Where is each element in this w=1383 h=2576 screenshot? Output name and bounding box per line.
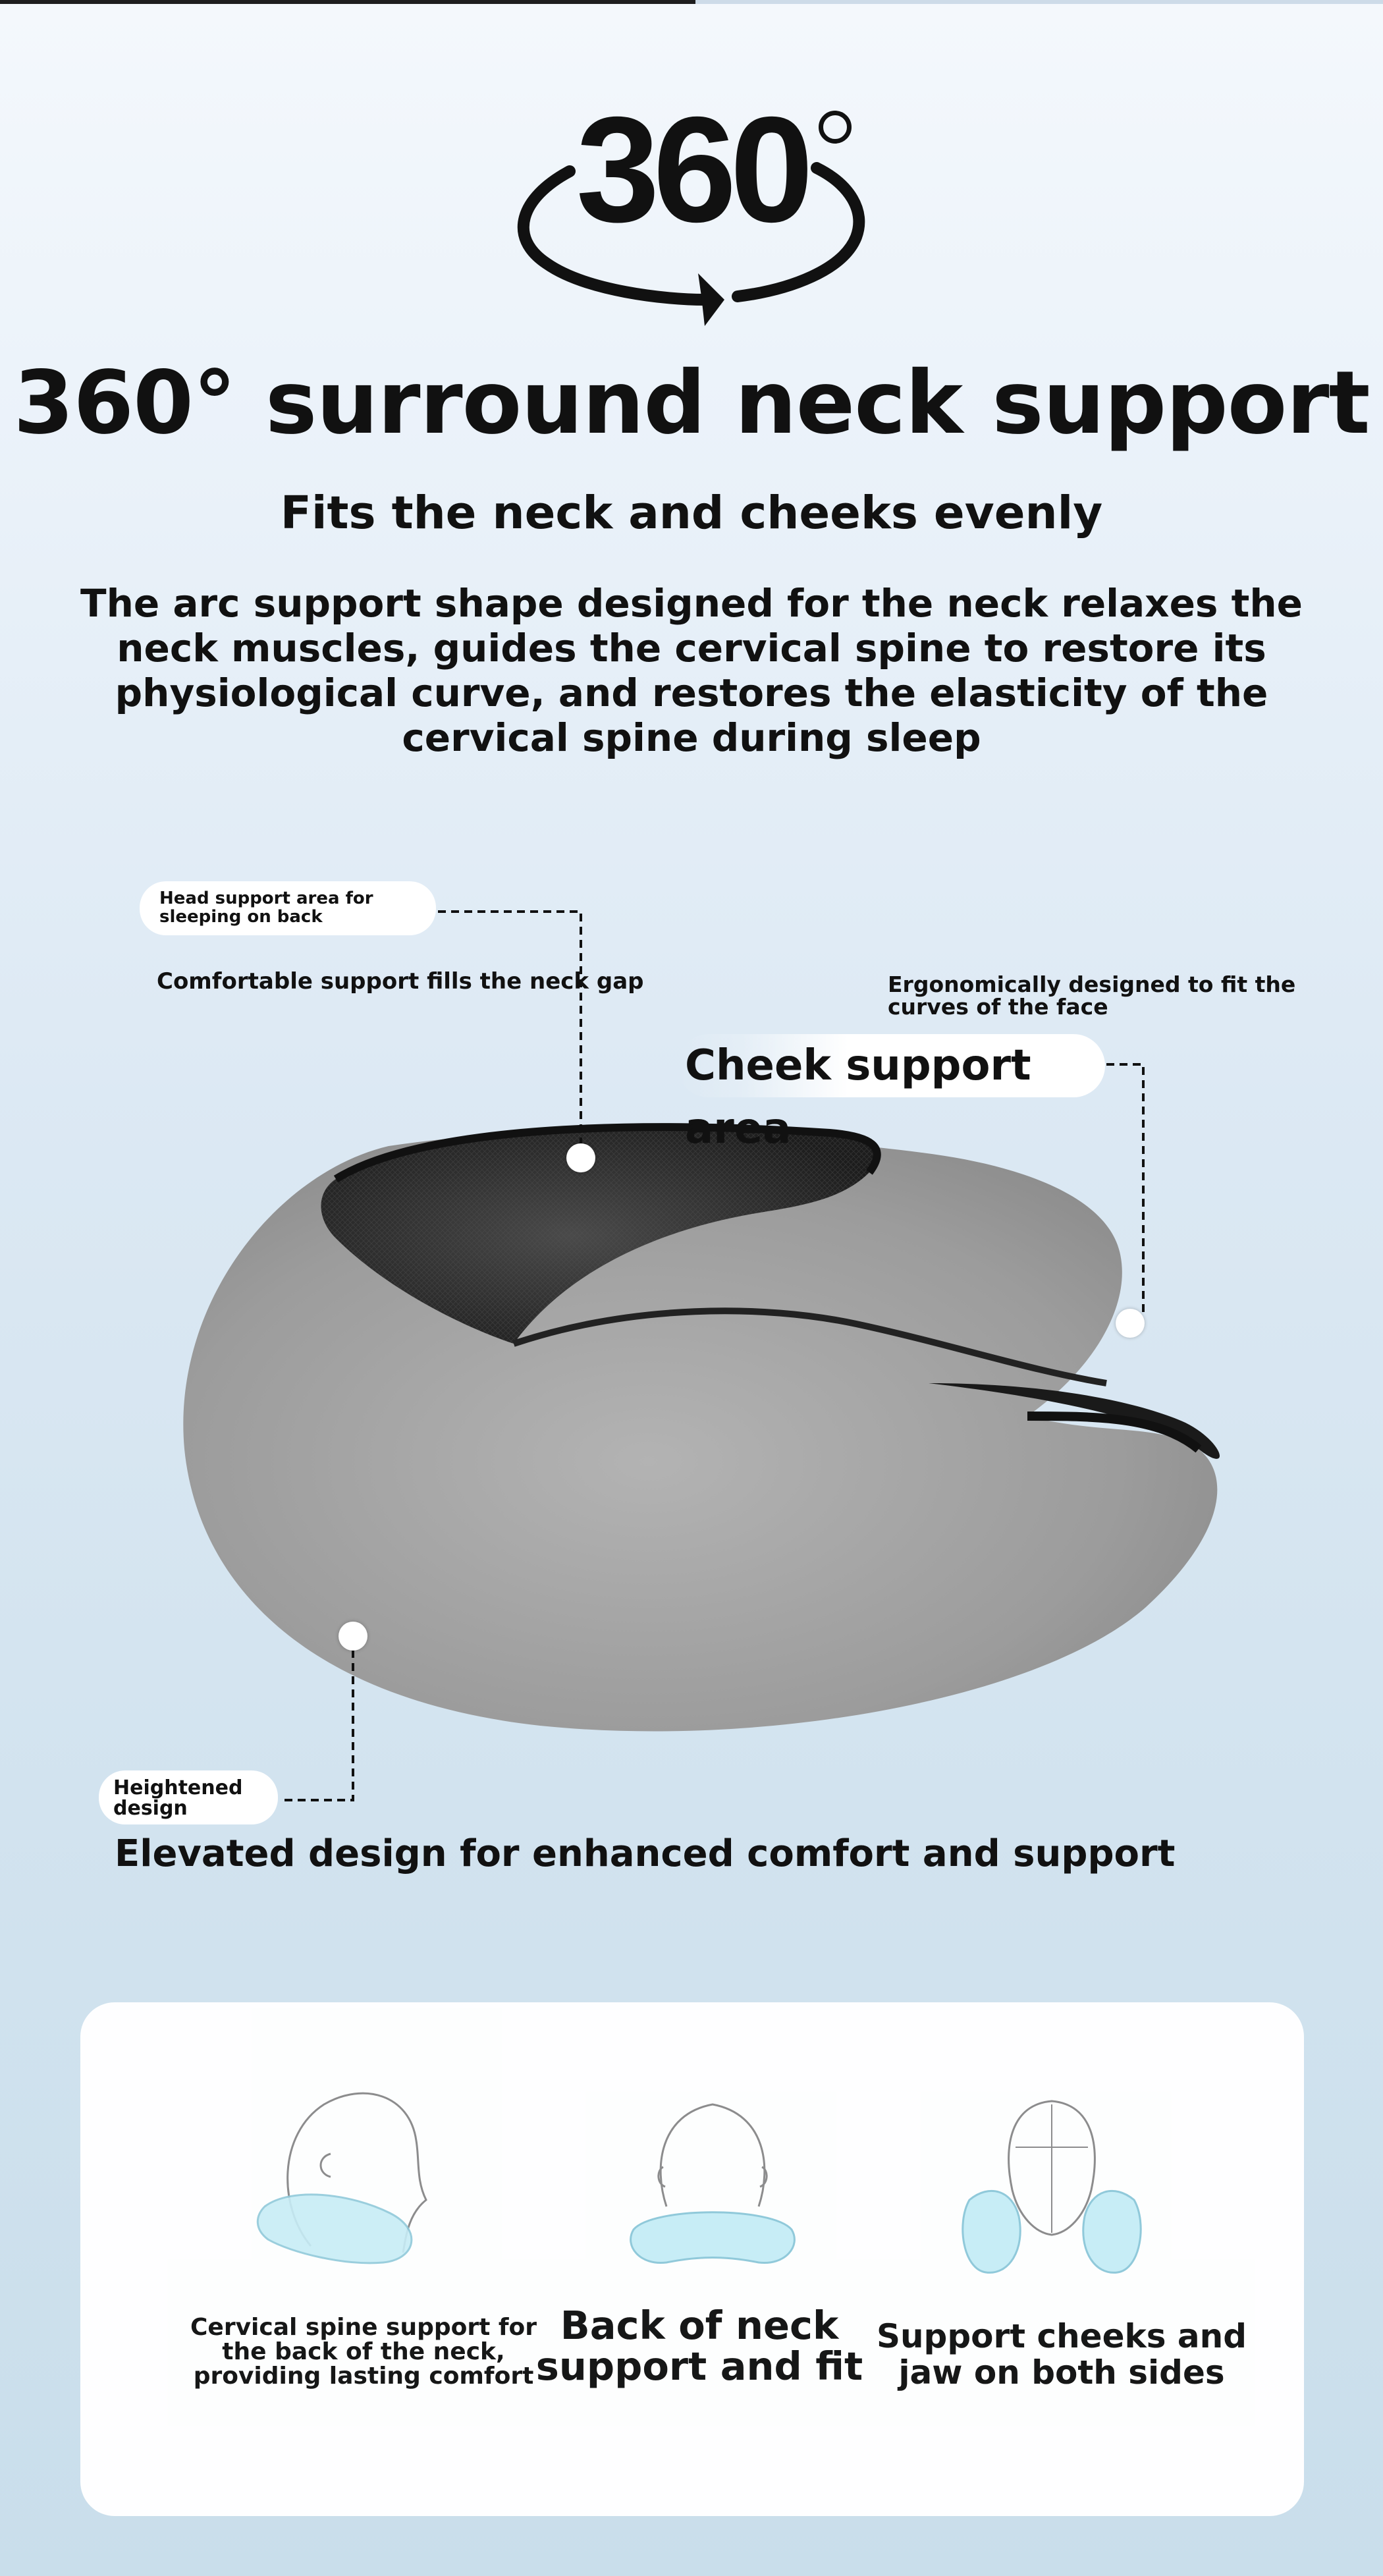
rotation-360-logo: 360 bbox=[507, 95, 876, 343]
back-of-head-icon bbox=[630, 2103, 796, 2264]
side-profile-head-icon bbox=[256, 2092, 427, 2264]
heightened-design-label: Heightened design bbox=[99, 1770, 278, 1824]
cheek-support-hotspot bbox=[1116, 1309, 1145, 1338]
logo-360-text: 360 bbox=[576, 86, 813, 254]
head-support-hotspot bbox=[566, 1143, 595, 1172]
feature-caption-back-neck: Back of neck support and fit bbox=[535, 2303, 863, 2389]
callout-leader-lines bbox=[279, 910, 1145, 1801]
neck-gap-note: Comfortable support fills the neck gap bbox=[157, 968, 644, 995]
page-subheadline: Fits the neck and cheeks evenly bbox=[280, 487, 1103, 539]
top-edge-bar bbox=[0, 0, 695, 4]
feature-caption-cheeks: Support cheeks and jaw on both sides bbox=[876, 2317, 1247, 2392]
heightened-design-hotspot bbox=[339, 1622, 367, 1651]
ergonomic-note: Ergonomically designed to fit the curves… bbox=[888, 972, 1296, 1020]
logo-degree-symbol bbox=[819, 111, 852, 144]
cheek-support-label: Cheek support area bbox=[677, 1034, 1105, 1153]
rotation-arrow-icon bbox=[517, 162, 865, 326]
page-headline: 360° surround neck support bbox=[13, 352, 1370, 454]
feature-caption-cervical: Cervical spine support for the back of t… bbox=[190, 2314, 537, 2390]
front-face-icon bbox=[962, 2100, 1142, 2274]
page-description: The arc support shape designed for the n… bbox=[80, 581, 1303, 760]
top-edge-bar-light bbox=[695, 0, 1383, 4]
feature-card: Cervical spine support for the back of t… bbox=[80, 2002, 1304, 2516]
head-support-label: Head support area for sleeping on back bbox=[140, 881, 436, 935]
elevated-design-caption: Elevated design for enhanced comfort and… bbox=[115, 1832, 1176, 1875]
neck-pillow-image bbox=[183, 1123, 1220, 1732]
